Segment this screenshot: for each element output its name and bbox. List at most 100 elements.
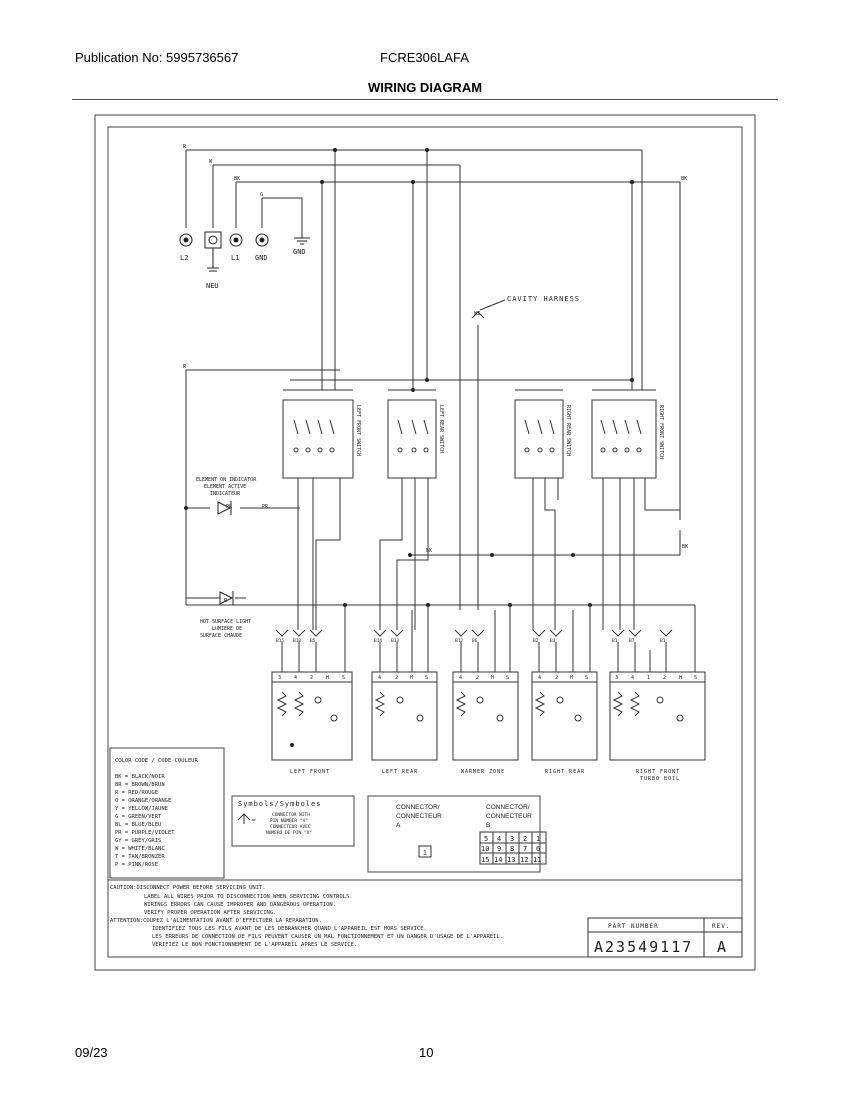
svg-text:BR = BROWN/BRUN: BR = BROWN/BRUN [115, 782, 165, 788]
svg-text:HOT SURFACE LIGHT: HOT SURFACE LIGHT [200, 619, 251, 625]
svg-text:NEU: NEU [206, 282, 219, 290]
svg-text:PR: PR [262, 504, 269, 510]
svg-text:W: W [209, 159, 213, 165]
svg-text:S: S [506, 675, 509, 681]
svg-text:LES ERREURS DE CONNECTION DE F: LES ERREURS DE CONNECTION DE FILS PEUVEN… [152, 934, 503, 940]
page-number: 10 [419, 1045, 434, 1060]
svg-text:B13: B13 [391, 638, 399, 644]
model-number: FCRE306LAFA [380, 50, 469, 65]
svg-text:12: 12 [520, 856, 528, 864]
svg-text:14: 14 [494, 856, 502, 864]
svg-text:P = PINK/ROSE: P = PINK/ROSE [115, 862, 158, 868]
svg-text:1: 1 [647, 675, 650, 681]
switch-right-front: RIGHT FRONT SWITCH [591, 389, 664, 479]
svg-text:Y = YELLOW/JAUNE: Y = YELLOW/JAUNE [115, 806, 168, 812]
svg-text:RIGHT REAR SWITCH: RIGHT REAR SWITCH [565, 405, 571, 456]
svg-text:5: 5 [484, 835, 488, 843]
connector-tag: B12 [454, 629, 468, 644]
element-on-indicator: ELEMENT ON INDICATOR ELEMENT ACTIVE INDI… [196, 477, 257, 515]
svg-text:CONNECTEUR: CONNECTEUR [396, 813, 442, 820]
svg-text:B6: B6 [472, 638, 478, 644]
svg-text:PR: PR [226, 504, 233, 510]
svg-text:LEFT FRONT SWITCH: LEFT FRONT SWITCH [355, 405, 361, 456]
terminal-neu: NEU [204, 231, 222, 290]
svg-text:R = RED/ROUGE: R = RED/ROUGE [115, 790, 158, 796]
terminal-l2: L2 [179, 233, 193, 262]
svg-text:B1: B1 [612, 638, 618, 644]
main-wires [185, 149, 695, 610]
connector-a-legend: CONNECTOR/ CONNECTEUR A 1 [396, 804, 442, 858]
symbols-legend: Symbols/Symboles = CONNECTOR WITH PIN NU… [231, 795, 355, 847]
svg-text:CAVITY HARNESS: CAVITY HARNESS [507, 295, 580, 303]
svg-text:H: H [679, 675, 682, 681]
page-title: WIRING DIAGRAM [367, 80, 483, 95]
svg-text:4: 4 [631, 675, 634, 681]
svg-text:VERIFY PROPER OPERATION AFTER: VERIFY PROPER OPERATION AFTER SERVICING. [144, 910, 276, 916]
svg-text:8: 8 [510, 845, 514, 853]
svg-text:PART NUMBER: PART NUMBER [608, 923, 659, 930]
svg-text:W = WHITE/BLANC: W = WHITE/BLANC [115, 846, 165, 852]
connector-tag: B13 [390, 629, 404, 644]
svg-text:4: 4 [538, 675, 541, 681]
svg-text:LEFT REAR: LEFT REAR [382, 769, 418, 775]
svg-text:INDICATEUR: INDICATEUR [210, 491, 241, 497]
svg-text:B: B [486, 822, 490, 829]
svg-text:H: H [570, 675, 573, 681]
svg-text:3: 3 [615, 675, 618, 681]
svg-text:7: 7 [523, 845, 527, 853]
svg-text:3: 3 [510, 835, 514, 843]
svg-text:SURFACE CHAUDE: SURFACE CHAUDE [200, 633, 242, 639]
svg-text:L2: L2 [180, 254, 188, 262]
svg-text:G: G [260, 192, 263, 198]
connector-tags: B15 B10 B5 B14 B13 B12 B6 B2 B3 B1 B7 B1 [275, 629, 673, 644]
svg-text:IDENTIFIEZ TOUS LES FILS AVANT: IDENTIFIEZ TOUS LES FILS AVANT DE LES DE… [152, 926, 427, 932]
outer-frame [94, 114, 756, 971]
svg-text:9: 9 [497, 845, 501, 853]
cavity-harness: CAVITY HARNESS [471, 295, 580, 319]
svg-text:BK: BK [682, 544, 688, 550]
switch-right-rear: RIGHT REAR SWITCH [514, 389, 571, 479]
svg-text:BK: BK [426, 548, 432, 554]
svg-text:B7: B7 [629, 638, 635, 644]
svg-text:15: 15 [481, 856, 489, 864]
svg-text:A23549117: A23549117 [594, 938, 693, 956]
caution-notes: CAUTION:DISCONNECT POWER BEFORE SERVICIN… [108, 879, 742, 948]
svg-text:O = ORANGE/ORANGE: O = ORANGE/ORANGE [115, 798, 171, 804]
wire-labels: R W BK G R WZ BK BK BK PR PR R [183, 144, 688, 604]
connector-tag: B5 [309, 629, 323, 644]
svg-text:CONNECTOR WITH: CONNECTOR WITH [272, 812, 310, 818]
svg-text:B1: B1 [660, 638, 666, 644]
power-terminals: L2 NEU L1 GND GND [179, 231, 310, 290]
connector-tag: B15 [275, 629, 289, 644]
svg-text:WIRINGS ERRORS CAN CAUSE IMPRO: WIRINGS ERRORS CAN CAUSE IMPROPER AND DA… [144, 902, 336, 908]
svg-text:1: 1 [536, 835, 540, 843]
svg-text:PR = PURPLE/VIOLET: PR = PURPLE/VIOLET [115, 830, 175, 836]
svg-text:A: A [717, 938, 726, 956]
svg-text:WZ: WZ [474, 311, 480, 317]
svg-text:BK = BLACK/NOIR: BK = BLACK/NOIR [115, 774, 165, 780]
svg-text:WARMER ZONE: WARMER ZONE [461, 769, 505, 775]
svg-text:S: S [585, 675, 588, 681]
svg-text:RIGHT REAR: RIGHT REAR [545, 769, 585, 775]
svg-text:R: R [183, 364, 187, 370]
svg-text:LUMIERE DE: LUMIERE DE [212, 626, 242, 632]
header-rule [72, 99, 778, 100]
part-number-block: PART NUMBER REV. A23549117 A [587, 917, 743, 958]
svg-text:NUMERO DE PIN "X": NUMERO DE PIN "X" [266, 830, 312, 836]
svg-text:BL = BLUE/BLEU: BL = BLUE/BLEU [115, 822, 161, 828]
svg-text:=: = [252, 817, 256, 824]
svg-text:GND: GND [255, 254, 268, 262]
svg-text:VERIFIEZ LE BON FONCTIONNEMENT: VERIFIEZ LE BON FONCTIONNEMENT DE L'APPA… [152, 942, 357, 948]
svg-text:B10: B10 [293, 638, 301, 644]
svg-text:B15: B15 [276, 638, 284, 644]
inner-frame [107, 126, 743, 958]
svg-text:COLOR CODE / CODE COULEUR: COLOR CODE / CODE COULEUR [115, 758, 198, 764]
svg-text:H: H [491, 675, 494, 681]
svg-text:4: 4 [378, 675, 381, 681]
connector-legend-frame [367, 795, 541, 873]
svg-text:4: 4 [497, 835, 501, 843]
footer-date: 09/23 [75, 1045, 108, 1060]
